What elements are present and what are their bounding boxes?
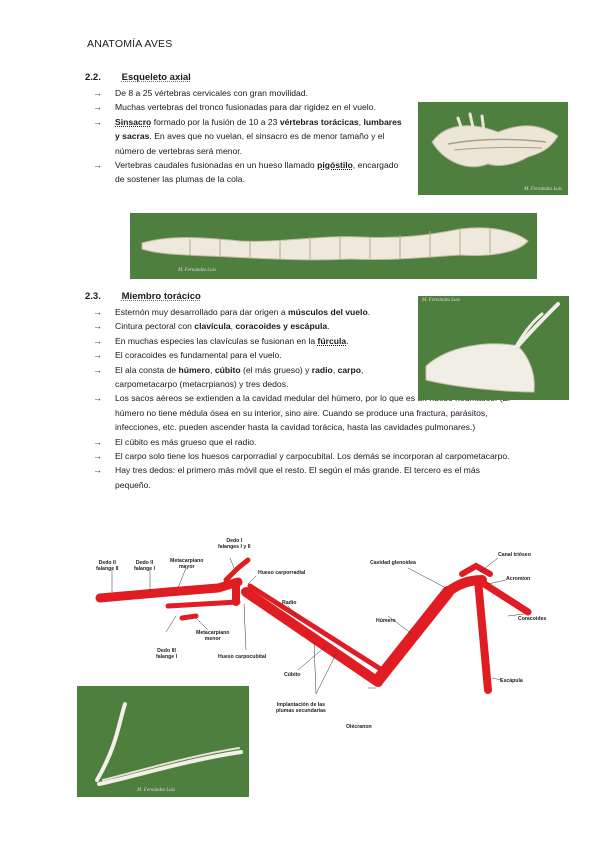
photo-credit: M. Fernández Luis [178,268,216,273]
arrow-icon: → [93,116,102,127]
label-dedo-iii: Dedo III falange I [156,648,178,660]
arrow-icon: → [93,321,102,332]
axial-bullet-list: →De 8 a 25 vértebras cervicales con gran… [93,86,403,187]
photo-credit: M. Fernández Luis [422,298,460,303]
arrow-icon: → [93,465,102,476]
list-item: →El carpo solo tiene los huesos carporra… [93,449,511,463]
sternum-photo: M. Fernández Luis [418,296,569,400]
list-item: →Muchas vertebras del tronco fusionadas … [93,100,403,114]
arrow-icon: → [93,88,102,98]
section-title: Esqueleto axial [121,72,191,83]
label-dedo-ii-falange-i: Dedo II falange I [134,560,156,572]
label-acromion: Acromion [506,576,531,582]
list-item: →En muchas especies las clavículas se fu… [93,334,425,348]
photo-credit: M. Fernández Luis [137,788,175,793]
wing-skeleton-diagram: Dedo II falange II Dedo II falange I Met… [78,530,558,702]
label-hueso-carporradial: Hueso carporradial [258,570,306,576]
section-title: Miembro torácico [121,291,201,302]
section-number: 2.2. [85,72,101,83]
section-heading-thoracic: 2.3. Miembro torácico [85,291,201,302]
label-radio: Radio [282,600,297,606]
section-heading-axial: 2.2. Esqueleto axial [85,72,191,83]
thoracic-bullet-list: →Esternón muy desarrollado para dar orig… [93,305,511,492]
label-canal-trioseo: Canal trióseo [498,552,531,558]
list-item: →Sinsacro formado por la fusión de 10 a … [93,116,402,156]
label-coracoides: Coracoides [518,616,547,622]
wing-diagram-svg [95,557,532,695]
list-item: →Vertebras caudales fusionadas en un hue… [93,160,399,185]
list-item: →El ala consta de húmero, cúbito (el más… [93,364,364,390]
list-item: →El cúbito es más grueso que el radio. [93,435,511,449]
synsacrum-photo: M. Fernández Luis [418,102,568,195]
forearm-bones-photo: M. Fernández Luis [77,686,249,797]
page-header: ANATOMÍA AVES [87,38,173,50]
label-olecranon: Olécranon [346,724,372,730]
label-escapula: Escápula [500,678,523,684]
list-item: →Hay tres dedos: el primero más móvil qu… [93,465,480,490]
label-hueso-carpocubital: Hueso carpocubital [218,654,267,660]
list-item: →Los sacos aéreos se extienden a la cavi… [93,393,511,433]
list-item: →El coracoides es fundamental para el vu… [93,348,425,362]
photo-credit: M. Fernández Luis [524,187,562,192]
list-item: →Esternón muy desarrollado para dar orig… [93,305,425,319]
vertebral-column-photo: M. Fernández Luis [130,213,537,279]
label-cubito: Cúbito [284,672,301,678]
arrow-icon: → [93,364,102,375]
label-implantacion-plumas: Implantación de las plumas secundarias [276,702,326,714]
arrow-icon: → [93,307,102,317]
arrow-icon: → [93,451,102,462]
list-item: →Cintura pectoral con clavícula, coracoi… [93,319,425,333]
arrow-icon: → [93,102,102,113]
arrow-icon: → [93,350,102,361]
arrow-icon: → [93,335,102,346]
label-metacarpiano-mayor: Metacarpiano mayor [170,558,204,570]
label-cavidad-glenoidea: Cavidad glenoidea [370,560,416,566]
label-metacarpiano-menor: Metacarpiano menor [196,630,230,642]
arrow-icon: → [93,393,102,404]
list-item: →De 8 a 25 vértebras cervicales con gran… [93,86,403,100]
section-number: 2.3. [85,291,101,302]
label-dedo-i: Dedo I falanges I y II [218,538,251,550]
arrow-icon: → [93,436,102,447]
arrow-icon: → [93,160,102,171]
label-dedo-ii-falange-ii: Dedo II falange II [96,560,119,572]
label-humero: Húmero [376,618,396,624]
